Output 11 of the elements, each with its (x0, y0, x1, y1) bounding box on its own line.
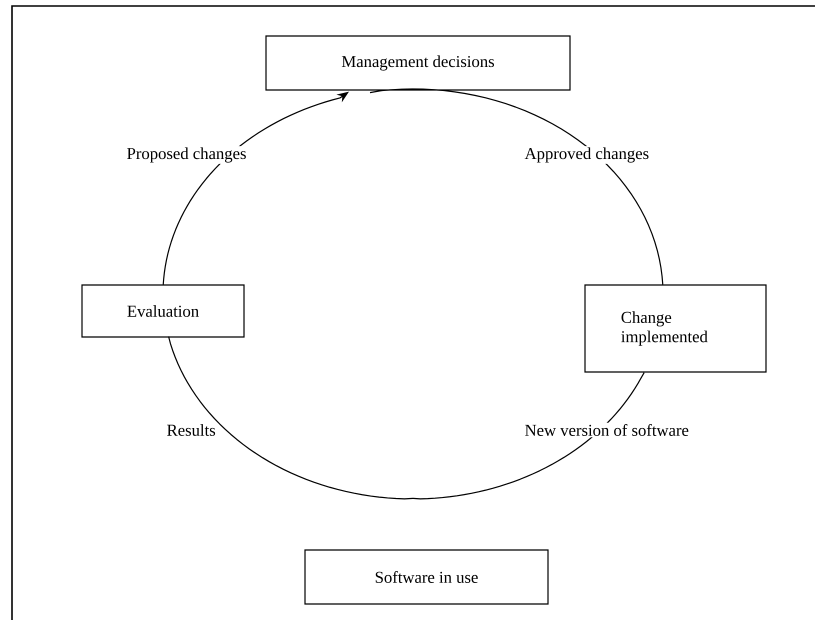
process-box: Change implemented (584, 284, 767, 373)
process-box: Software in use (304, 549, 549, 605)
edge-label: Approved changes (523, 146, 650, 164)
connector-arc (370, 88, 664, 284)
process-box: Management decisions (265, 35, 571, 91)
connector-arc (412, 372, 645, 500)
edge-label: Results (165, 422, 218, 438)
edge-label: Proposed changes (125, 146, 248, 164)
process-box: Evaluation (81, 284, 245, 338)
connector-arc (168, 336, 414, 500)
edge-label: New version of software (523, 422, 690, 438)
